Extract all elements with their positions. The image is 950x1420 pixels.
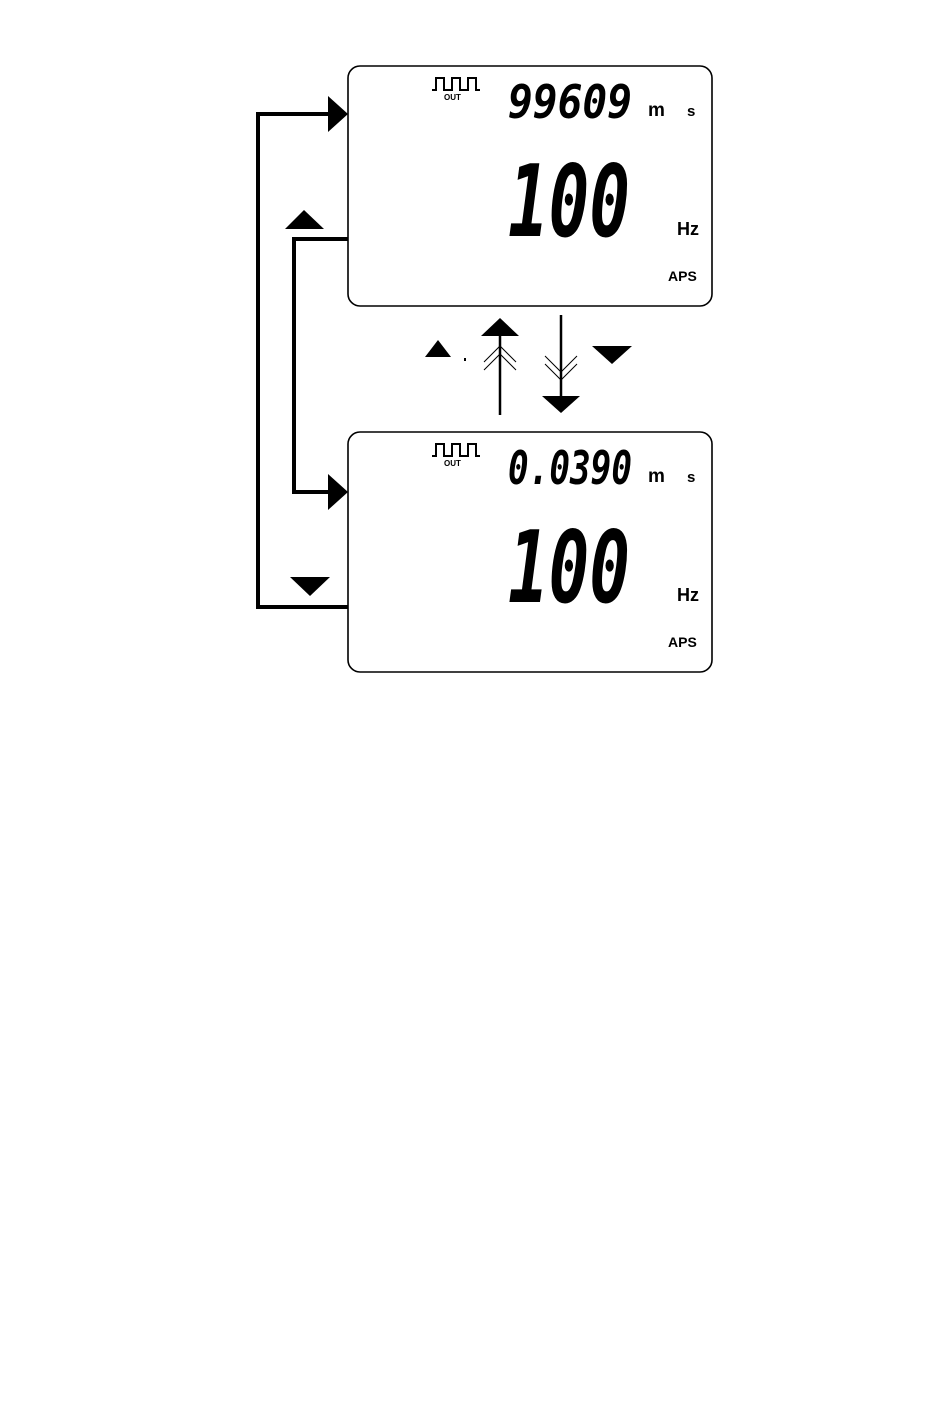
triangle-up-icon — [425, 340, 451, 357]
main-unit: Hz — [677, 585, 699, 605]
arrow-head-up-icon — [481, 318, 519, 336]
outer-loop-arrow — [258, 96, 348, 607]
lcd-screen-bottom: OUT 0.0390 m s 100 Hz APS — [348, 432, 712, 672]
main-unit: Hz — [677, 219, 699, 239]
center-transition-arrows — [425, 315, 632, 415]
separator-dot — [464, 358, 466, 361]
top-unit: s — [687, 469, 695, 486]
main-readout: 100 — [508, 143, 630, 260]
inner-loop-arrow — [285, 210, 348, 510]
out-label: OUT — [444, 93, 461, 102]
lcd-screen-top: OUT 99609 m s 100 Hz APS — [348, 66, 712, 306]
out-label: OUT — [444, 459, 461, 468]
top-readout: 0.0390 — [508, 441, 632, 495]
mode-indicator: APS — [668, 268, 697, 284]
main-readout: 100 — [508, 509, 630, 626]
arrow-head-right-icon — [328, 474, 348, 510]
top-unit-prefix: m — [648, 466, 665, 487]
triangle-down-icon — [290, 577, 330, 596]
top-readout: 99609 — [508, 75, 632, 129]
arrow-head-down-icon — [542, 396, 580, 413]
triangle-up-icon — [285, 210, 324, 229]
top-unit-prefix: m — [648, 100, 665, 121]
triangle-down-icon — [592, 346, 632, 364]
top-unit: s — [687, 103, 695, 120]
arrow-head-right-icon — [328, 96, 348, 132]
mode-indicator: APS — [668, 634, 697, 650]
